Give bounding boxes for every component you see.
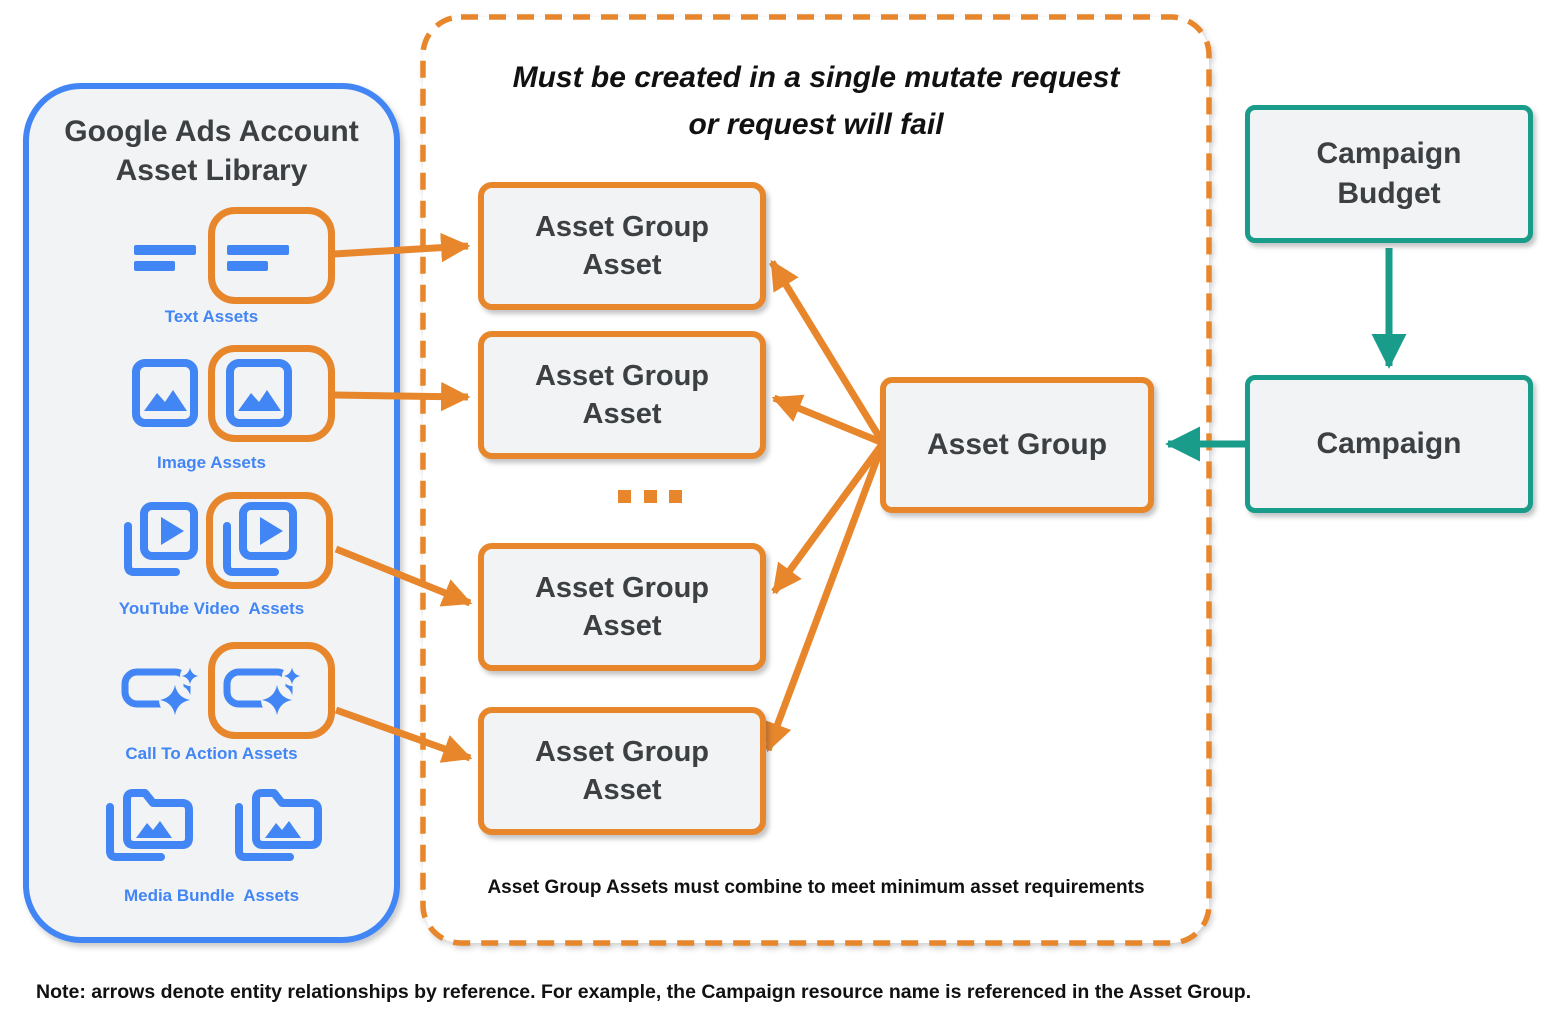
asset-group-asset-label-line1: Asset Group [534,360,710,392]
asset-group-asset-box-1: Asset Group Asset [478,182,766,310]
image-icon [132,359,198,427]
asset-group-asset-label-line1: Asset Group [534,736,710,768]
asset-group-asset-box-2: Asset Group Asset [478,331,766,459]
text-assets-label: Text Assets [164,307,259,326]
asset-group-asset-label-line2: Asset [582,249,662,281]
asset-library-title-line1: Google Ads Account [64,115,359,148]
campaign-budget-label-line1: Campaign [1316,137,1462,170]
asset-library-title-line2: Asset Library [115,154,308,187]
campaign-budget-box: Campaign Budget [1245,105,1533,243]
asset-group-label: Asset Group [926,428,1108,461]
ellipsis: ... [618,490,682,503]
selected-image-asset-outline [208,345,335,442]
asset-group-asset-label-line2: Asset [582,774,662,806]
footnote: Note: arrows denote entity relationships… [36,981,1252,1003]
image-assets-label: Image Assets [157,453,266,472]
asset-group-asset-box-4: Asset Group Asset [478,707,766,835]
youtube-video-icon [124,502,198,576]
selected-youtube-asset-outline [206,492,333,589]
selected-call-to-action-asset-outline [208,642,335,739]
asset-group-asset-label-line2: Asset [582,610,662,642]
youtube-video-assets-label: YouTube Video Assets [118,599,305,618]
asset-group-asset-box-3: Asset Group Asset [478,543,766,671]
selected-text-asset-outline [208,207,335,304]
image-icon [226,359,292,427]
asset-group-asset-label-line1: Asset Group [534,211,710,243]
mutate-panel-title: Must be created in a single mutate reque… [420,54,1212,148]
youtube-video-icon [223,502,297,576]
asset-group-box: Asset Group [880,377,1154,513]
call-to-action-assets-label: Call To Action Assets [125,744,298,763]
media-bundle-assets-label: Media Bundle Assets [123,886,300,905]
text-lines-icon [227,245,289,271]
mutate-panel-title-line1: Must be created in a single mutate reque… [512,61,1120,94]
mutate-panel-title-line2: or request will fail [688,108,944,141]
mutate-panel-footer: Asset Group Assets must combine to meet … [487,877,1145,898]
call-to-action-icon [121,666,200,716]
campaign-budget-label-line2: Budget [1337,177,1441,210]
asset-group-asset-label-line2: Asset [582,398,662,430]
asset-library-title: Google Ads Account Asset Library [23,112,400,190]
campaign-box: Campaign [1245,375,1533,513]
text-lines-icon [134,245,196,271]
media-bundle-icon [106,789,193,861]
campaign-label: Campaign [1316,427,1462,460]
media-bundle-icon [235,789,322,861]
asset-group-asset-label-line1: Asset Group [534,572,710,604]
call-to-action-icon [223,666,302,716]
